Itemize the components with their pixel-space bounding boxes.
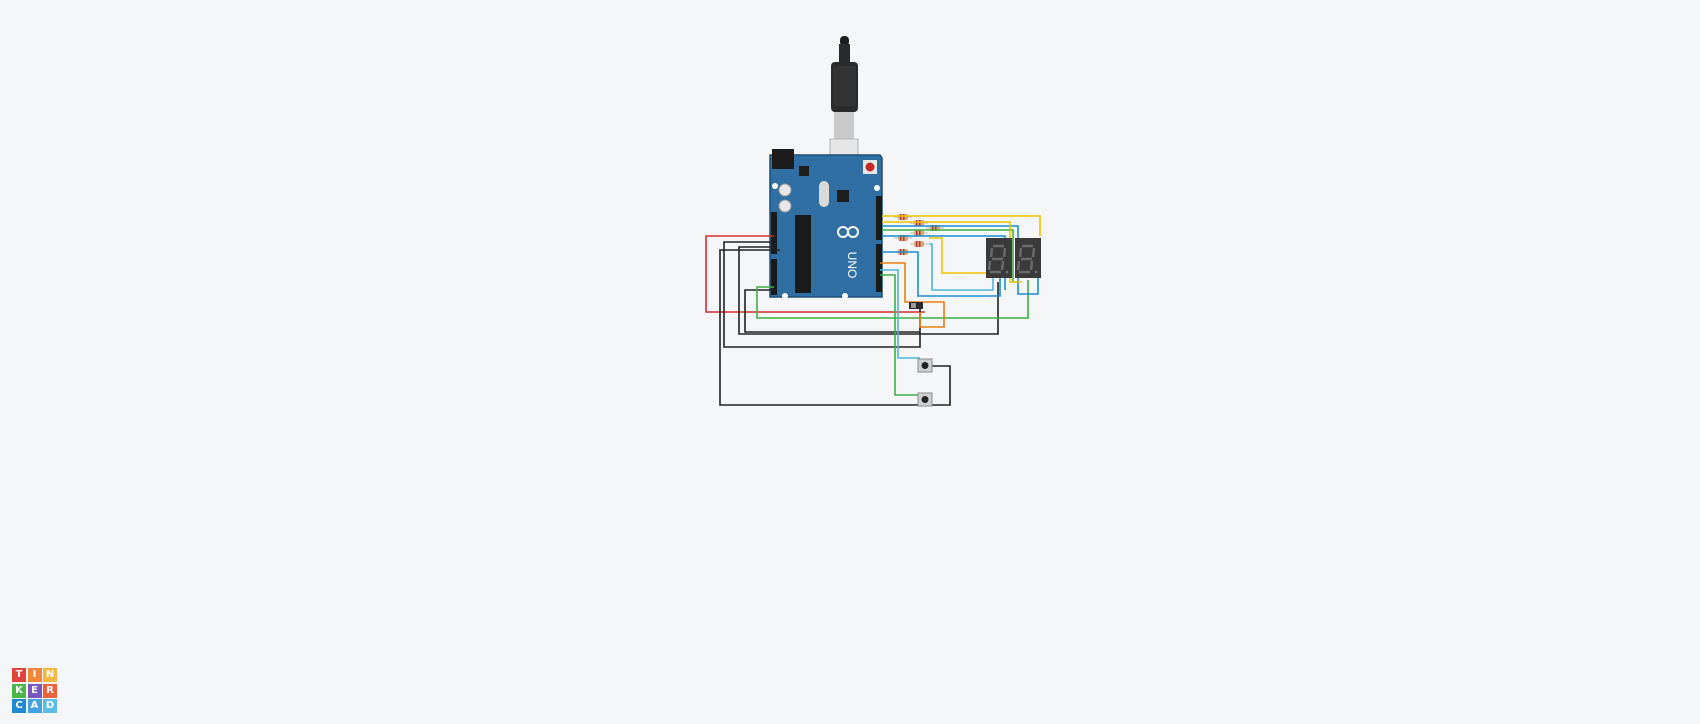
atmega-chip [795,215,811,293]
tinkercad-logo[interactable]: T I N K E R C A D [12,668,57,713]
board-model-label: UNO [845,252,859,279]
left-analog-header [771,259,777,295]
resistor[interactable] [910,220,928,226]
wire-light-blue[interactable] [880,269,920,359]
pushbutton[interactable] [917,358,933,373]
right-digital-header-bottom [876,244,882,292]
resistor[interactable] [894,214,912,220]
arduino-logo [837,226,859,238]
wire-light-blue[interactable] [929,240,994,291]
seven-segment-display[interactable] [986,238,1012,278]
wire-blue[interactable] [882,225,1039,295]
resistor[interactable] [910,241,928,247]
wire-green[interactable] [756,280,1029,319]
resistor[interactable] [910,230,928,236]
pushbutton[interactable] [917,392,933,407]
left-power-header [771,212,777,254]
logo-letter: T [12,668,26,682]
logo-letter: K [12,683,26,698]
wire-yellow[interactable] [882,215,1041,236]
arduino-board[interactable]: UNO [769,149,883,299]
wire-orange[interactable] [880,262,945,328]
power-jack [772,149,794,169]
logo-letter: D [43,699,57,713]
logo-letter: C [12,699,26,713]
wire-black[interactable] [738,246,999,335]
seven-segment-display[interactable] [1015,238,1041,278]
wire-blue[interactable] [882,251,1001,297]
wire-yellow[interactable] [929,237,1000,274]
logo-letter: N [43,668,57,682]
slide-switch[interactable] [909,302,923,309]
resistor-group [894,214,944,255]
logo-letter: E [27,683,42,698]
wire-green[interactable] [880,274,920,396]
logo-letter: R [43,683,57,698]
wire-black[interactable] [719,249,920,406]
wires [705,215,1041,406]
wire-black[interactable] [932,365,951,406]
logo-letter: A [27,699,42,713]
wire-green[interactable] [882,229,1014,283]
wire-red[interactable] [705,235,925,313]
logo-letter: I [27,668,42,682]
reset-button[interactable] [863,160,877,174]
wire-black[interactable] [744,289,920,333]
right-digital-header-top [876,196,882,240]
